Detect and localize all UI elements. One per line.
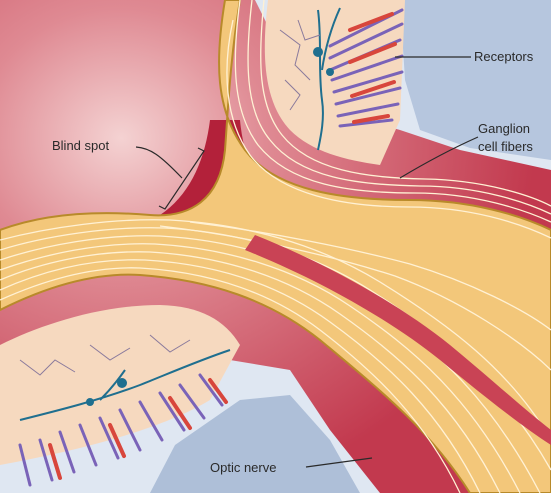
ganglion-label-line1: Ganglion xyxy=(478,121,530,136)
receptors-label: Receptors xyxy=(474,49,534,64)
optic-nerve-label: Optic nerve xyxy=(210,460,276,475)
ganglion-label-line2: cell fibers xyxy=(478,139,533,154)
blind-spot-label: Blind spot xyxy=(52,138,109,153)
